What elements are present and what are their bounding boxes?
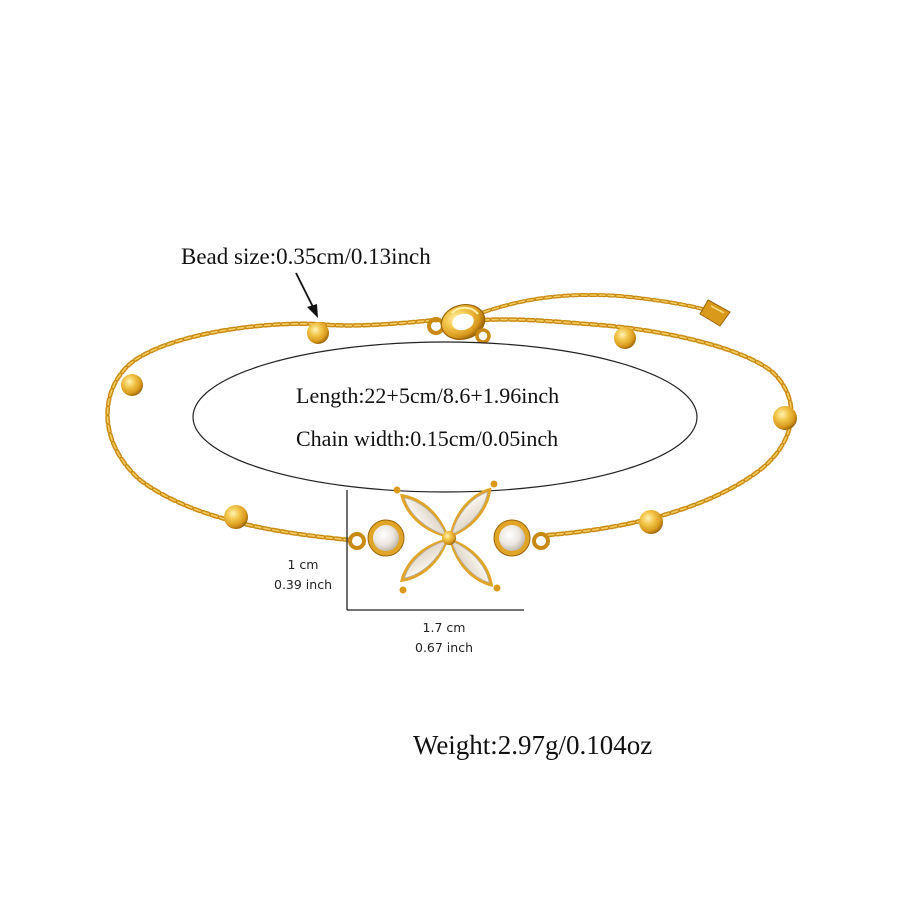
charm-height-cm: 1 cm [287, 557, 319, 572]
bead-pointer-arrow [295, 272, 318, 318]
lobster-clasp [427, 304, 491, 344]
charm-height-label: 1 cm 0.39 inch [268, 555, 338, 595]
bead [121, 374, 143, 396]
charm-width-inch: 0.67 inch [415, 640, 473, 655]
flower-charm [348, 480, 550, 594]
bead [307, 322, 329, 344]
charm-height-inch: 0.39 inch [274, 577, 332, 592]
extender-tab [699, 299, 731, 327]
measurement-ellipse [192, 341, 698, 493]
chain [105, 292, 794, 543]
chain-width-label: Chain width:0.15cm/0.05inch [296, 426, 559, 451]
bead [614, 327, 636, 349]
bead-size-label: Bead size:0.35cm/0.13inch [181, 244, 431, 269]
length-label: Length:22+5cm/8.6+1.96inch [296, 383, 560, 408]
beads [121, 322, 797, 534]
weight-label: Weight:2.97g/0.104oz [413, 730, 653, 760]
bead [224, 505, 248, 529]
charm-width-cm: 1.7 cm [422, 620, 466, 635]
bead [773, 406, 797, 430]
dimension-lines [346, 490, 524, 611]
charm-width-label: 1.7 cm 0.67 inch [400, 618, 488, 658]
bead [639, 510, 663, 534]
